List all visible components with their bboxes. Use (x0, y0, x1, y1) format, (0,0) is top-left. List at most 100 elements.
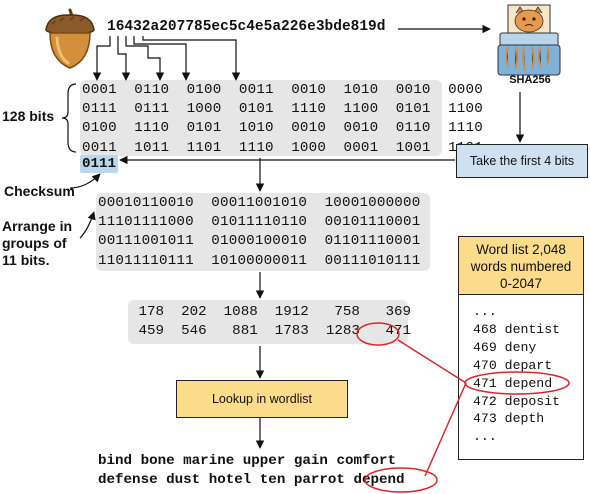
mnemonic-phrase: bind bone marine upper gain comfort defen… (98, 452, 405, 490)
wordlist-title-line: 0-2047 (499, 276, 543, 291)
bits-11: 01011110110 (211, 214, 308, 231)
wordlist-title-line: words numbered (470, 259, 572, 274)
bit-group: 1000 (186, 101, 222, 118)
bit-group: 1000 (291, 139, 327, 156)
index-row: 459 546 881 1783 1283 471 (130, 322, 412, 341)
highlight-471-index (356, 322, 400, 346)
highlight-471-depend-entry (464, 371, 570, 395)
bit-group: 0101 (238, 101, 274, 118)
groups-11-block (96, 193, 430, 271)
group-row: 00111001011 01000100010 01101110001 (98, 232, 420, 251)
word-index: 1283 (308, 323, 360, 339)
word-index: 881 (206, 323, 258, 339)
bit-group: 0010 (291, 120, 327, 137)
bit-group: 0100 (82, 120, 117, 137)
bit-group: 0000 (448, 82, 483, 98)
bit-group: 0111 (82, 101, 117, 118)
mnemonic-word: gain (293, 453, 328, 469)
arrange-line: Arrange in (2, 218, 73, 234)
bits-11: 01101110001 (324, 233, 421, 250)
lookup-box: Lookup in wordlist (176, 380, 348, 418)
indices-numbers: 178 202 1088 1912 758 369 459 546 881 17… (130, 303, 412, 341)
lookup-label: Lookup in wordlist (211, 392, 313, 406)
mnemonic-word: hotel (208, 472, 252, 488)
bit-group: 1011 (134, 139, 170, 156)
arrange-label: Arrange in groups of 11 bits. (2, 218, 72, 269)
bits-11: 00010110010 (98, 195, 194, 211)
wordlist-entry: 468 dentist (473, 321, 561, 337)
bits-11: 00011001010 (211, 195, 308, 211)
mnemonic-word: parrot (293, 472, 345, 488)
indices-block (128, 300, 408, 344)
bit-group: 0010 (291, 82, 327, 98)
mnemonic-word: ten (259, 472, 286, 488)
bits-11: 11101111000 (98, 214, 194, 231)
sha256-label: SHA256 (509, 74, 551, 86)
wordlist-entry: 472 deposit (473, 393, 561, 409)
take-first-4-bits-label: Take the first 4 bits (469, 154, 575, 168)
mnemonic-word: upper (242, 453, 286, 469)
bit-group: 1001 (395, 139, 431, 156)
word-index: 758 (308, 304, 360, 320)
wordlist-entry: 470 depart (473, 357, 553, 373)
entropy-bits-block (80, 80, 442, 156)
acorn-icon (45, 8, 95, 69)
label-128-bits: 128 bits (2, 108, 55, 124)
hash-hex: 16432a207785ec5c4e5a226e3bde819d (107, 19, 386, 35)
sha256-shredder-icon (494, 3, 564, 89)
wordlist-entries: ... 468 dentist 469 deny 470 depart 471 depe… (459, 295, 583, 446)
mnemonic-word: dust (166, 472, 201, 488)
mnemonic-word: defense (98, 472, 158, 488)
group-row: 00010110010 00011001010 10001000000 (98, 194, 420, 213)
index-row: 178 202 1088 1912 758 369 (130, 303, 412, 322)
bit-group: 1101 (186, 139, 222, 156)
bit-group: 0001 (82, 82, 117, 98)
bit-group: 0110 (395, 120, 431, 137)
wordlist-entry: ... (473, 429, 497, 445)
mnemonic-word: bind (98, 453, 133, 469)
bits-11: 00111010111 (324, 252, 421, 269)
bit-group: 1010 (238, 120, 274, 137)
wordlist-entry: 471 depend (473, 375, 553, 391)
take-first-4-bits-box: Take the first 4 bits (456, 144, 588, 178)
bit-group: 0101 (186, 120, 222, 137)
wordlist-entry: ... (473, 304, 497, 319)
word-index: 369 (359, 304, 412, 320)
mnemonic-word: comfort (336, 453, 397, 469)
checksum-label: Checksum (4, 183, 75, 199)
word-index: 202 (164, 304, 207, 320)
mnemonic-word: bone (140, 453, 175, 469)
word-index: 1783 (257, 323, 309, 339)
highlight-depend-word (364, 467, 438, 493)
word-index: 1912 (257, 304, 309, 320)
group-row: 11011110111 10100000011 00111010111 (98, 252, 420, 271)
arrange-line: groups of (2, 235, 67, 251)
bit-group: 0011 (82, 139, 117, 156)
word-index: 546 (164, 323, 207, 339)
bit-group: 1010 (343, 82, 379, 98)
group-row: 11101111000 01011110110 00101110001 (98, 213, 420, 232)
arrange-line: 11 bits. (2, 252, 50, 268)
bit-group: 0001 (343, 139, 379, 156)
bit-group: 1110 (134, 120, 170, 137)
wordlist-entry: 473 depth (473, 411, 545, 427)
word-index: 178 (130, 304, 165, 320)
bits-11: 00111001011 (98, 233, 194, 250)
mnemonic-word: marine (183, 453, 235, 469)
entropy-row: 0111 0111 1000 0101 1110 1100 0101 1100 (82, 100, 483, 119)
wordlist-panel: Word list 2,048 words numbered 0-2047 ..… (458, 236, 584, 460)
bit-group: 0010 (343, 120, 379, 137)
bit-group: 1100 (448, 101, 483, 118)
wordlist-entry: 469 deny (473, 339, 537, 355)
word-index: 459 (130, 323, 165, 339)
entropy-row: 0001 0110 0100 0011 0010 1010 0010 0000 (82, 81, 483, 100)
bits-11: 10001000000 (324, 195, 421, 211)
bits-11: 10100000011 (211, 252, 308, 269)
bit-group: 0010 (395, 82, 431, 98)
bit-group: 1100 (343, 101, 379, 118)
bit-group: 0111 (134, 101, 170, 118)
bit-group: 1110 (238, 139, 274, 156)
wordlist-title: Word list 2,048 words numbered 0-2047 (459, 237, 583, 295)
wordlist-title-line: Word list 2,048 (476, 242, 566, 257)
